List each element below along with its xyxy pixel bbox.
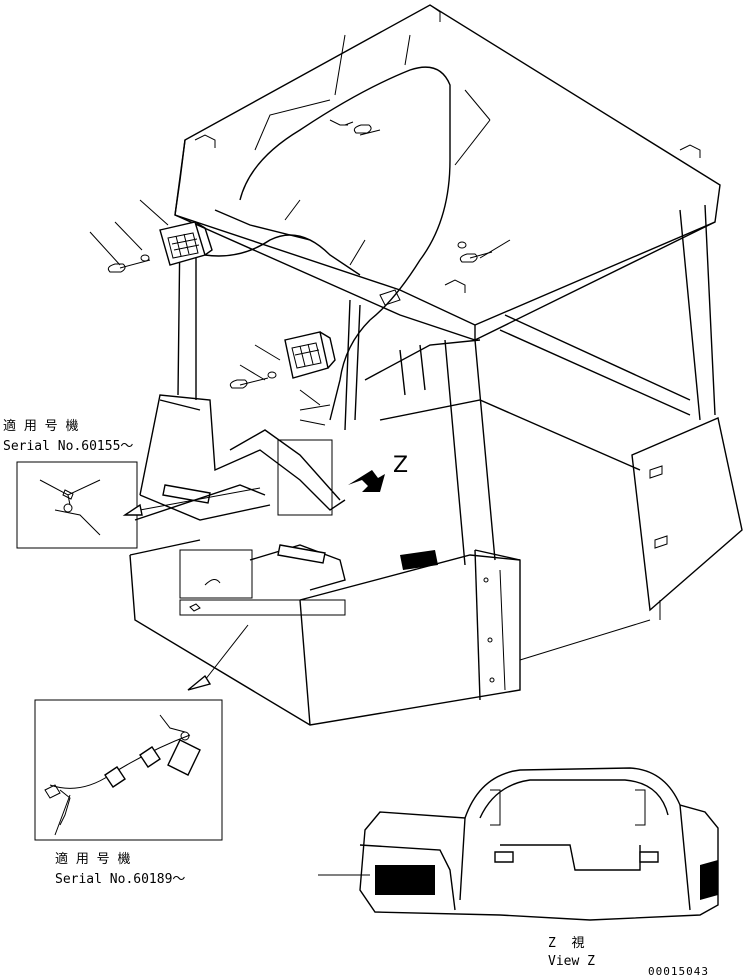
- detail-view-1: [16, 461, 261, 549]
- side-panel: [519, 417, 743, 661]
- serial-label-jp-2: 適 用 号 機: [55, 852, 131, 867]
- detail-frames: [179, 439, 346, 616]
- view-z-label-jp: Z 視: [548, 936, 585, 951]
- serial-label-jp-1: 適 用 号 機: [3, 419, 79, 434]
- detail-view-2: [34, 624, 249, 841]
- dashboard: [134, 394, 438, 591]
- serial-label-1: Serial No.60155～: [3, 439, 134, 454]
- cab-frame: [177, 204, 716, 566]
- view-z-arrow: [348, 470, 385, 492]
- cab-roof: [174, 4, 721, 341]
- leader-lines: [89, 34, 511, 876]
- view-z-label-en: View Z: [548, 954, 595, 969]
- wiring-harness: [204, 66, 493, 421]
- serial-label-2: Serial No.60189～: [55, 872, 186, 887]
- drawing-number: 00015043: [648, 965, 709, 978]
- view-z-dashboard: [359, 767, 719, 921]
- view-mark-z: Z: [393, 453, 409, 478]
- cab-lower-body: [129, 539, 521, 726]
- work-lamp-rear: [229, 331, 336, 389]
